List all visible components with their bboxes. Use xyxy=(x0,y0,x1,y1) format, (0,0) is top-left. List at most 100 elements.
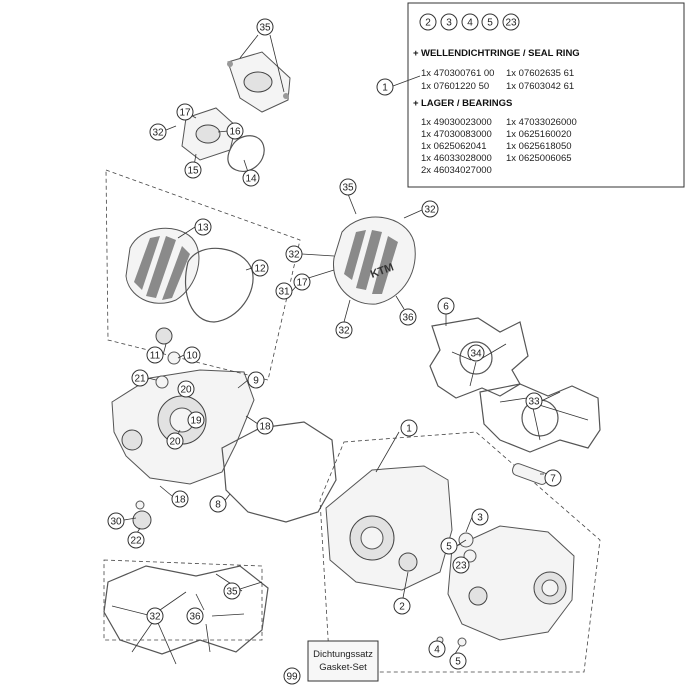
callout-36[interactable]: 36 xyxy=(186,607,204,625)
svg-text:4: 4 xyxy=(434,645,440,656)
svg-text:1: 1 xyxy=(382,83,388,94)
callout-5[interactable]: 5 xyxy=(440,537,458,555)
callout-22[interactable]: 22 xyxy=(127,531,145,549)
bearing-part: 1x 47033026000 xyxy=(506,117,577,128)
svg-text:12: 12 xyxy=(254,264,266,275)
cylinder-gasket-6 xyxy=(429,317,529,399)
svg-text:5: 5 xyxy=(446,542,452,553)
callout-30[interactable]: 30 xyxy=(107,512,125,530)
callout-21[interactable]: 21 xyxy=(131,369,149,387)
svg-text:3: 3 xyxy=(446,18,452,29)
callout-20[interactable]: 20 xyxy=(166,432,184,450)
callout-17[interactable]: 17 xyxy=(176,103,194,121)
svg-text:10: 10 xyxy=(186,351,198,362)
bearing-part: 1x 0625006065 xyxy=(506,153,572,164)
callout-1-info[interactable]: 1 xyxy=(376,78,394,96)
callout-18[interactable]: 18 xyxy=(171,490,189,508)
callout-1[interactable]: 1 xyxy=(400,419,418,437)
callout-35[interactable]: 35 xyxy=(223,582,241,600)
callout-17[interactable]: 17 xyxy=(293,273,311,291)
leader-lines xyxy=(111,34,589,665)
bearing-heading: LAGER / BEARINGS xyxy=(421,98,512,109)
parts-info-box: 2 3 4 5 23 + WELLENDICHTRINGE / SEAL RIN… xyxy=(376,2,685,188)
svg-text:35: 35 xyxy=(259,23,271,34)
crankcase-right xyxy=(447,525,575,641)
callout-33[interactable]: 33 xyxy=(525,392,543,410)
clutch-cover-13 xyxy=(125,227,200,304)
svg-text:23: 23 xyxy=(455,561,467,572)
bearing-part: 1x 47030083000 xyxy=(421,129,492,140)
callout-12[interactable]: 12 xyxy=(251,259,269,277)
svg-text:5: 5 xyxy=(487,18,493,29)
svg-text:23: 23 xyxy=(505,18,517,29)
info-ref-3[interactable]: 3 xyxy=(440,13,458,31)
callout-6[interactable]: 6 xyxy=(437,297,455,315)
callout-32[interactable]: 32 xyxy=(421,200,439,218)
svg-text:22: 22 xyxy=(130,536,142,547)
callout-35[interactable]: 35 xyxy=(339,178,357,196)
info-ref-4[interactable]: 4 xyxy=(461,13,479,31)
svg-text:11: 11 xyxy=(150,351,161,362)
svg-text:18: 18 xyxy=(174,495,186,506)
callout-11[interactable]: 11 xyxy=(146,346,164,364)
info-ref-23[interactable]: 23 xyxy=(502,13,520,31)
svg-text:17: 17 xyxy=(296,278,308,289)
callout-4[interactable]: 4 xyxy=(428,640,446,658)
svg-text:30: 30 xyxy=(110,517,122,528)
hose-clamp-14 xyxy=(227,135,265,172)
svg-text:32: 32 xyxy=(152,128,164,139)
svg-text:15: 15 xyxy=(187,166,199,177)
bearing-part: 1x 0625160020 xyxy=(506,129,572,140)
svg-text:31: 31 xyxy=(278,287,290,298)
svg-text:4: 4 xyxy=(467,18,473,29)
info-ref-5[interactable]: 5 xyxy=(481,13,499,31)
callout-99[interactable]: 99 xyxy=(283,667,301,685)
callout-10[interactable]: 10 xyxy=(183,346,201,364)
callout-18[interactable]: 18 xyxy=(256,417,274,435)
callout-32[interactable]: 32 xyxy=(285,245,303,263)
seal-part: 1x 07602635 61 xyxy=(506,68,574,79)
svg-text:32: 32 xyxy=(288,250,300,261)
callout-36[interactable]: 36 xyxy=(399,308,417,326)
info-ref-2[interactable]: 2 xyxy=(419,13,437,31)
callout-19[interactable]: 19 xyxy=(187,411,205,429)
svg-text:32: 32 xyxy=(424,205,436,216)
svg-text:35: 35 xyxy=(226,587,238,598)
callout-15[interactable]: 15 xyxy=(184,161,202,179)
gasket-set-line1: Dichtungssatz xyxy=(313,649,373,660)
callout-2[interactable]: 2 xyxy=(393,597,411,615)
callout-32[interactable]: 32 xyxy=(335,321,353,339)
callout-31[interactable]: 31 xyxy=(275,282,293,300)
svg-text:20: 20 xyxy=(169,437,181,448)
callout-16[interactable]: 16 xyxy=(226,122,244,140)
bearing-part: 1x 46033028000 xyxy=(421,153,492,164)
callout-14[interactable]: 14 xyxy=(242,169,260,187)
callout-34[interactable]: 34 xyxy=(467,344,485,362)
svg-text:32: 32 xyxy=(149,612,161,623)
plus-icon: + xyxy=(413,48,419,59)
svg-text:1: 1 xyxy=(406,424,412,435)
callout-20[interactable]: 20 xyxy=(177,380,195,398)
gasket-12 xyxy=(184,247,254,323)
cover-gasket-lower xyxy=(103,565,269,655)
callout-32[interactable]: 32 xyxy=(149,123,167,141)
bearing-part: 2x 46034027000 xyxy=(421,165,492,176)
callout-8[interactable]: 8 xyxy=(209,495,227,513)
crankcase-left xyxy=(325,465,453,591)
callout-23[interactable]: 23 xyxy=(452,556,470,574)
gasket-set-box[interactable]: Dichtungssatz Gasket-Set xyxy=(307,640,379,682)
svg-text:34: 34 xyxy=(470,349,482,360)
svg-text:33: 33 xyxy=(528,397,540,408)
callout-3[interactable]: 3 xyxy=(471,508,489,526)
callout-7[interactable]: 7 xyxy=(544,469,562,487)
callout-32[interactable]: 32 xyxy=(146,607,164,625)
ignition-cover: KTM xyxy=(333,216,416,305)
svg-text:36: 36 xyxy=(189,612,201,623)
callout-9[interactable]: 9 xyxy=(247,371,265,389)
callout-35[interactable]: 35 xyxy=(256,18,274,36)
svg-text:8: 8 xyxy=(215,500,221,511)
callout-13[interactable]: 13 xyxy=(194,218,212,236)
callout-5[interactable]: 5 xyxy=(449,652,467,670)
water-pump-housing xyxy=(181,107,237,161)
